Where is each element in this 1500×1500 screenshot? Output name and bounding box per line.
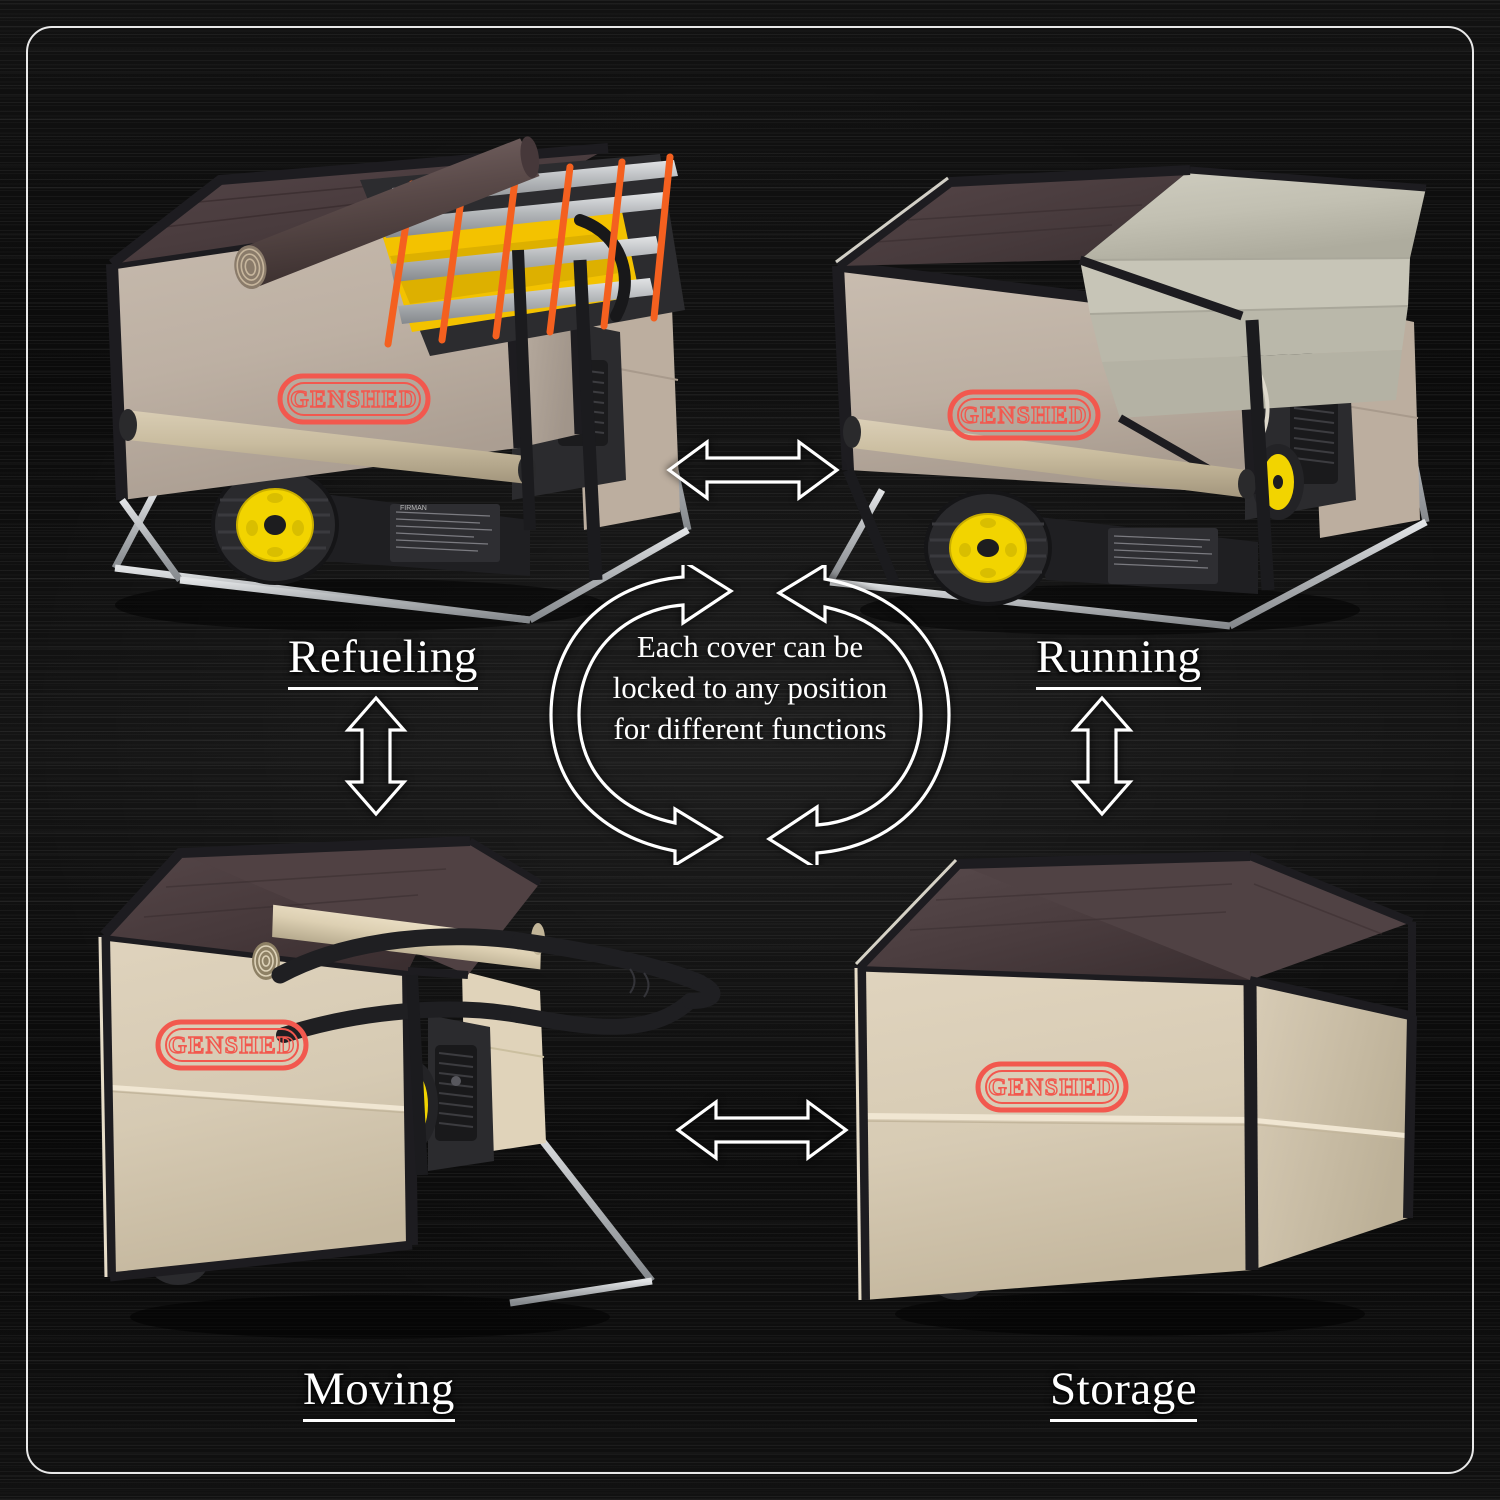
genshed-badge-storage: GENSHED [975, 1061, 1129, 1113]
label-storage: Storage [1050, 1362, 1198, 1422]
cover-front-panel [860, 966, 1252, 1300]
arrow-refueling-running [666, 438, 840, 502]
arrow-moving-storage [675, 1098, 849, 1162]
wheel [924, 490, 1052, 606]
callout-line-3: for different functions [613, 710, 887, 746]
pull-handle [271, 928, 721, 1043]
callout-line-1: Each cover can be [636, 629, 864, 664]
callout-line-2: locked to any position [612, 669, 888, 705]
generator-unit [428, 1015, 494, 1171]
quadrant-storage: GENSHED [830, 830, 1440, 1340]
svg-text:GENSHED: GENSHED [988, 1075, 1116, 1101]
label-refueling: Refueling [288, 630, 478, 690]
quadrant-moving: GENSHED [70, 825, 790, 1345]
svg-text:GENSHED: GENSHED [960, 403, 1088, 429]
rolled-cover [234, 136, 540, 290]
circular-double-arrow-icon [549, 565, 951, 865]
moving-photo: GENSHED [98, 836, 721, 1339]
svg-text:FIRMAN: FIRMAN [400, 505, 427, 512]
running-photo: GENSHED [826, 165, 1430, 635]
genshed-badge-moving: GENSHED [155, 1019, 309, 1071]
arrow-running-storage [1070, 695, 1134, 817]
label-running: Running [1036, 630, 1202, 690]
arrow-refueling-moving [344, 695, 408, 817]
refueling-photo: FIRMAN [106, 136, 692, 631]
olive-vent-panel [1080, 170, 1426, 418]
center-callout-text: Each cover can be locked to any position… [595, 627, 905, 750]
center-callout: Each cover can be locked to any position… [535, 565, 965, 865]
genshed-badge-refueling: GENSHED [277, 373, 431, 425]
quadrant-running: GENSHED [790, 70, 1440, 640]
wheel [211, 465, 339, 585]
svg-text:GENSHED: GENSHED [290, 387, 418, 413]
svg-text:GENSHED: GENSHED [168, 1033, 296, 1059]
storage-photo: GENSHED [854, 851, 1417, 1336]
cover-side-panel [1250, 980, 1412, 1270]
quadrant-refueling: FIRMAN [60, 60, 720, 640]
label-moving: Moving [303, 1362, 455, 1422]
lower-roll-bar [843, 416, 1256, 499]
genshed-badge-running: GENSHED [947, 389, 1101, 441]
